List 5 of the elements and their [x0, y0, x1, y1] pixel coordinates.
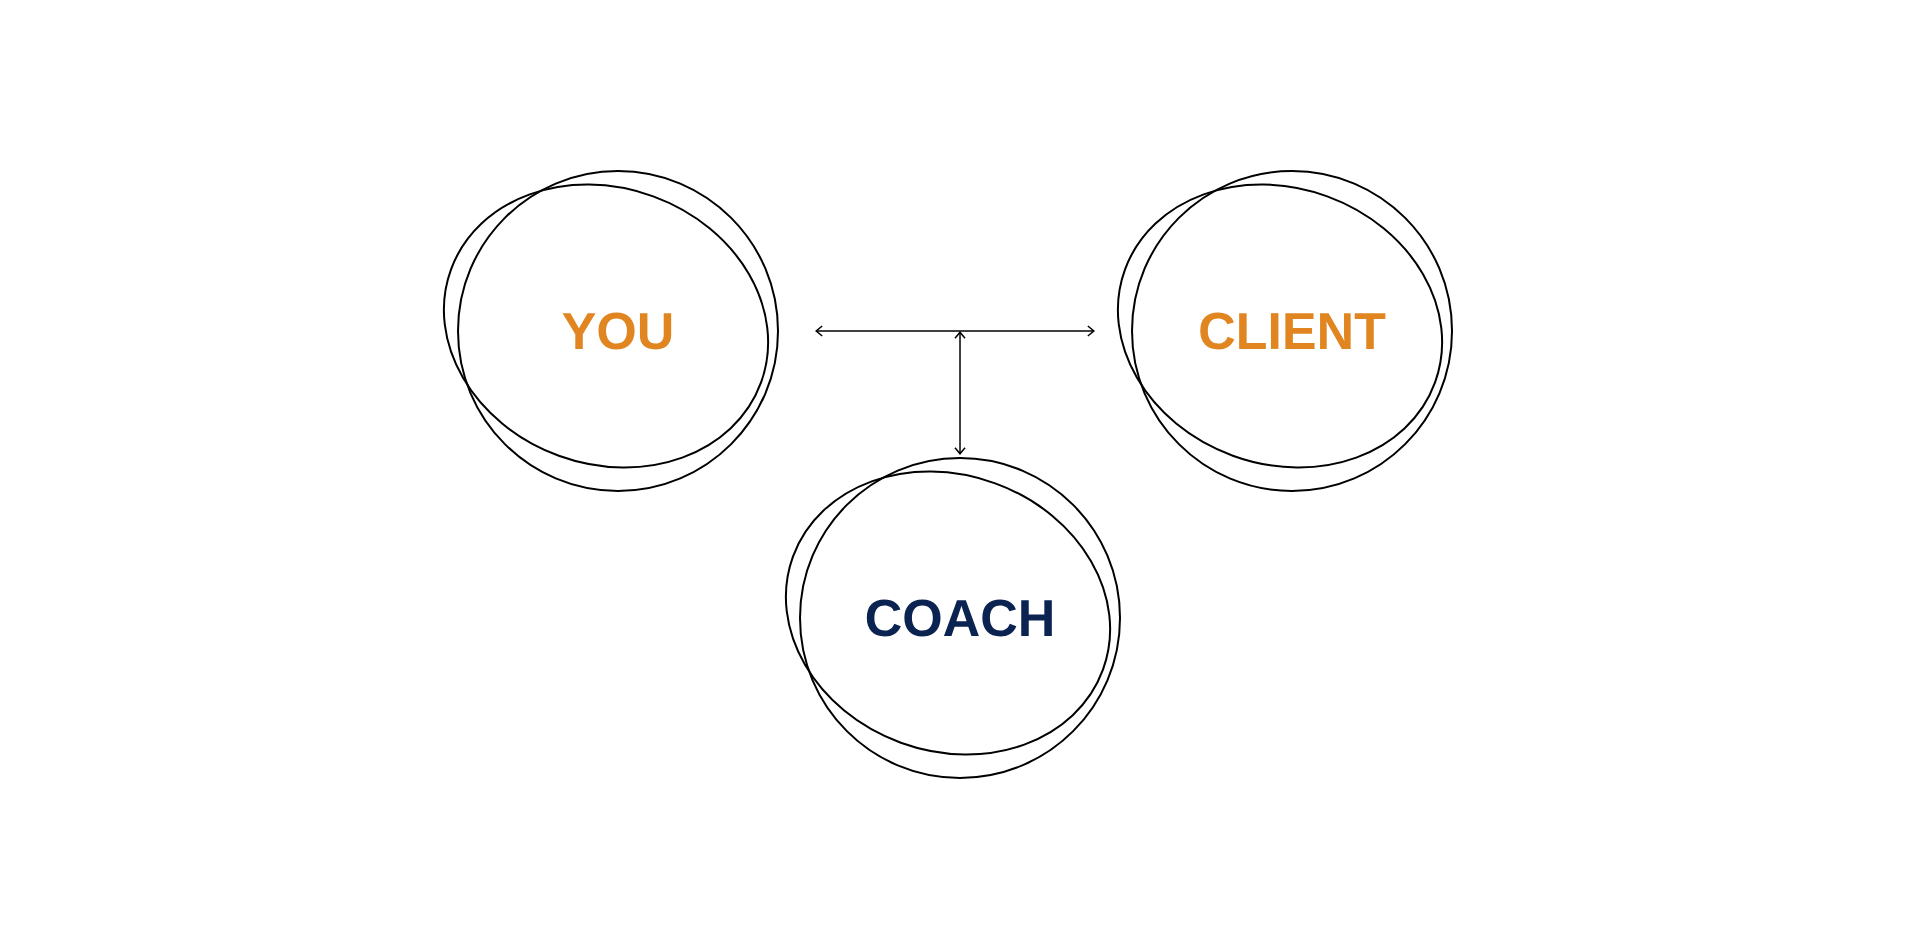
circle-node: CLIENT — [1116, 170, 1453, 492]
arrow — [954, 331, 966, 455]
circle-node: YOU — [442, 170, 779, 492]
arrow — [815, 325, 1095, 337]
circle-node: COACH — [784, 457, 1121, 779]
